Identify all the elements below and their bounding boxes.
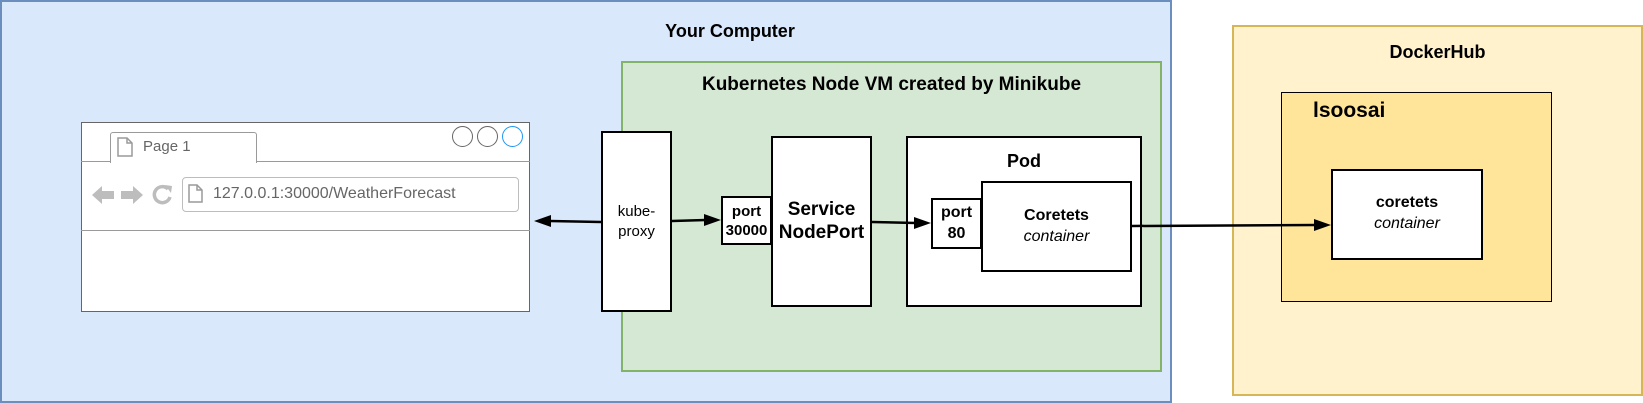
container-to-dockerhub-arrow <box>1131 223 1317 228</box>
maximize-button[interactable] <box>477 126 498 147</box>
service-to-pod-arrow <box>871 220 917 225</box>
proxy-to-browser-arrowhead <box>534 215 551 227</box>
dockerhub-container-name: coretets <box>1375 194 1439 211</box>
container-to-dockerhub-arrowhead <box>1314 219 1331 231</box>
browser-nav-divider <box>81 230 530 231</box>
coretets-container-name: Coretets <box>1024 207 1089 224</box>
dockerhub-container-box <box>1331 169 1483 260</box>
kube-proxy-label-line2: proxy <box>618 223 655 240</box>
browser-tab[interactable] <box>110 132 257 163</box>
service-nodeport-box <box>771 136 872 307</box>
service-label-line1: Service <box>787 199 856 220</box>
coretets-container-kind: container <box>1023 228 1090 245</box>
page-icon <box>117 137 133 157</box>
proxy-to-browser-arrow <box>549 219 602 224</box>
browser-tab-label: Page 1 <box>143 138 191 155</box>
dockerhub-user-label: lsoosai <box>1313 99 1386 122</box>
your-computer-title: Your Computer <box>665 21 795 41</box>
coretets-container-box <box>981 181 1132 272</box>
kube-proxy-label-line1: kube- <box>617 203 656 220</box>
back-icon[interactable] <box>92 185 114 205</box>
node-port-label-line2: 30000 <box>725 222 768 239</box>
refresh-icon[interactable] <box>151 184 173 206</box>
kubernetes-node-title: Kubernetes Node VM created by Minikube <box>701 74 1082 95</box>
service-to-pod-arrowhead <box>914 217 931 229</box>
address-bar-url: 127.0.0.1:30000/WeatherForecast <box>213 185 456 202</box>
forward-icon[interactable] <box>121 185 143 205</box>
minimize-button[interactable] <box>452 126 473 147</box>
node-port-label-line1: port <box>731 203 762 220</box>
service-label-line2: NodePort <box>778 222 865 243</box>
pod-port-label-line1: port <box>940 204 973 221</box>
dockerhub-title: DockerHub <box>1389 42 1486 62</box>
close-button[interactable] <box>502 126 523 147</box>
pod-title: Pod <box>1007 151 1041 171</box>
proxy-to-port-arrow <box>671 218 707 223</box>
kube-proxy-box <box>601 131 672 312</box>
node-port-box <box>721 196 772 245</box>
pod-port-label-line2: 80 <box>947 225 966 242</box>
page-icon <box>188 184 203 203</box>
browser-tab-divider <box>81 161 530 162</box>
address-bar[interactable] <box>182 177 519 212</box>
proxy-to-port-arrowhead <box>704 214 721 226</box>
dockerhub-container-kind: container <box>1374 215 1440 232</box>
